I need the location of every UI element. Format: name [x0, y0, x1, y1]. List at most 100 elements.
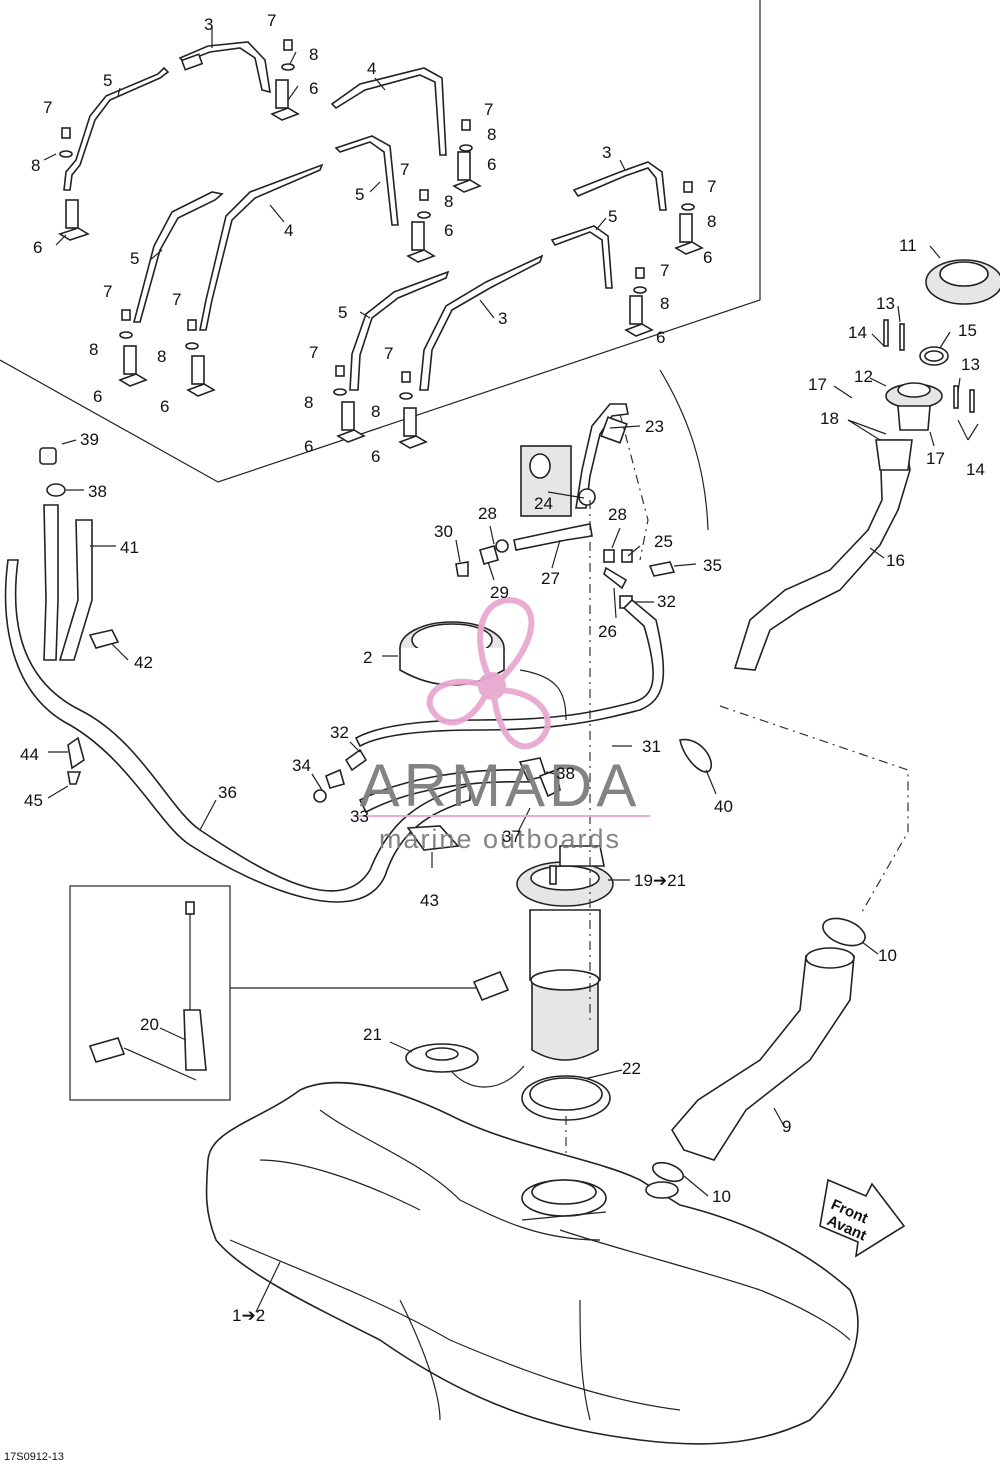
- callout-12: 12: [854, 367, 873, 386]
- callout-10: 10: [712, 1187, 731, 1206]
- callout-26: 26: [598, 622, 617, 641]
- callout-28: 28: [478, 504, 497, 523]
- callout-42: 42: [134, 653, 153, 672]
- callout-3: 3: [204, 15, 213, 34]
- fuel-tank: [205, 1081, 859, 1445]
- strap-4-a: [330, 67, 447, 156]
- callout-8: 8: [487, 125, 496, 144]
- strap-5-a: [63, 66, 170, 191]
- callout-44: 44: [20, 745, 39, 764]
- strap-3-b: [572, 161, 667, 211]
- callout-37: 37: [502, 827, 521, 846]
- callout-34: 34: [292, 756, 311, 775]
- strap-group: [63, 41, 667, 391]
- bracket-group: [58, 39, 704, 449]
- watermark-tagline: marine outboards: [379, 824, 621, 854]
- callout-2: 2: [363, 648, 372, 667]
- callout-6: 6: [33, 238, 42, 257]
- callout-7: 7: [43, 98, 52, 117]
- strap-4-b: [199, 163, 324, 331]
- filler-cap-group: [733, 259, 1000, 671]
- callout-7: 7: [484, 100, 493, 119]
- callout-5: 5: [130, 249, 139, 268]
- callout-39: 39: [80, 430, 99, 449]
- strap-5-c: [334, 135, 399, 226]
- filler-hose: [651, 917, 866, 1183]
- callout-8: 8: [31, 156, 40, 175]
- callout-41: 41: [120, 538, 139, 557]
- left-vent-hoses: [4, 447, 471, 903]
- fuel-level-sensor: [88, 901, 207, 1081]
- callout-8: 8: [309, 45, 318, 64]
- callout-33: 33: [350, 807, 369, 826]
- callout-7: 7: [309, 343, 318, 362]
- callout-22: 22: [622, 1059, 641, 1078]
- callout-6: 6: [309, 79, 318, 98]
- callout-8: 8: [371, 402, 380, 421]
- callout-38: 38: [556, 764, 575, 783]
- callout-7: 7: [267, 11, 276, 30]
- callout-8: 8: [304, 393, 313, 412]
- callout-16: 16: [886, 551, 905, 570]
- callout-11: 11: [899, 236, 917, 255]
- vent-valve-hoses: [455, 403, 676, 609]
- callout-25: 25: [654, 532, 673, 551]
- callout-5: 5: [608, 207, 617, 226]
- callout-6: 6: [93, 387, 102, 406]
- front-direction-arrow: Front Avant: [819, 1178, 906, 1258]
- propeller-logo: [426, 596, 551, 750]
- callout-7: 7: [384, 344, 393, 363]
- callout-9: 9: [782, 1117, 791, 1136]
- callout-14: 14: [848, 323, 867, 342]
- callout-6: 6: [487, 155, 496, 174]
- callout-32: 32: [657, 592, 676, 611]
- callout-5: 5: [338, 303, 347, 322]
- callout-31: 31: [642, 737, 661, 756]
- callout-8: 8: [444, 192, 453, 211]
- callout-4: 4: [284, 221, 293, 240]
- callout-8: 8: [707, 212, 716, 231]
- drawing-number: 17S0912-13: [4, 1451, 64, 1463]
- straps-inset-border: [0, 0, 761, 483]
- callout-45: 45: [24, 791, 43, 810]
- callout-6: 6: [444, 221, 453, 240]
- callout-10: 10: [878, 946, 897, 965]
- watermark-brand: ARMADA: [360, 752, 641, 819]
- callout-1-2: 1➔2: [232, 1306, 265, 1325]
- callout-32: 32: [330, 723, 349, 742]
- callout-36: 36: [218, 783, 237, 802]
- callout-18: 18: [820, 409, 839, 428]
- callout-29: 29: [490, 583, 509, 602]
- callout-35: 35: [703, 556, 722, 575]
- callout-17: 17: [926, 449, 945, 468]
- callout-6: 6: [160, 397, 169, 416]
- fuel-pump-module: [405, 845, 614, 1073]
- callout-19-21: 19➔21: [634, 871, 686, 890]
- callout-7: 7: [660, 261, 669, 280]
- callout-13: 13: [961, 355, 980, 374]
- callout-3: 3: [602, 143, 611, 162]
- callout-28: 28: [608, 505, 627, 524]
- callout-6: 6: [703, 248, 712, 267]
- callout-7: 7: [103, 282, 112, 301]
- callout-6: 6: [371, 447, 380, 466]
- strap-5-b: [132, 191, 224, 323]
- strap-5-d: [550, 225, 613, 289]
- callout-3: 3: [498, 309, 507, 328]
- callout-38: 38: [88, 482, 107, 501]
- callout-4: 4: [367, 59, 376, 78]
- strap-leader-lines: [43, 26, 626, 319]
- callout-21: 21: [363, 1025, 382, 1044]
- callout-7: 7: [400, 160, 409, 179]
- callout-labels: 3 7 8 6 5 7 8 6 4 7 8 6 7 8 6 5 4 5 3 7 …: [20, 11, 985, 1325]
- callout-7: 7: [172, 290, 181, 309]
- strap-3-a: [178, 41, 271, 94]
- callout-5: 5: [103, 71, 112, 90]
- strap-3-c: [419, 254, 544, 391]
- callout-24: 24: [534, 494, 553, 513]
- callout-17: 17: [808, 375, 827, 394]
- callout-6: 6: [656, 328, 665, 347]
- callout-15: 15: [958, 321, 977, 340]
- sensor-inset-box: [69, 885, 231, 1101]
